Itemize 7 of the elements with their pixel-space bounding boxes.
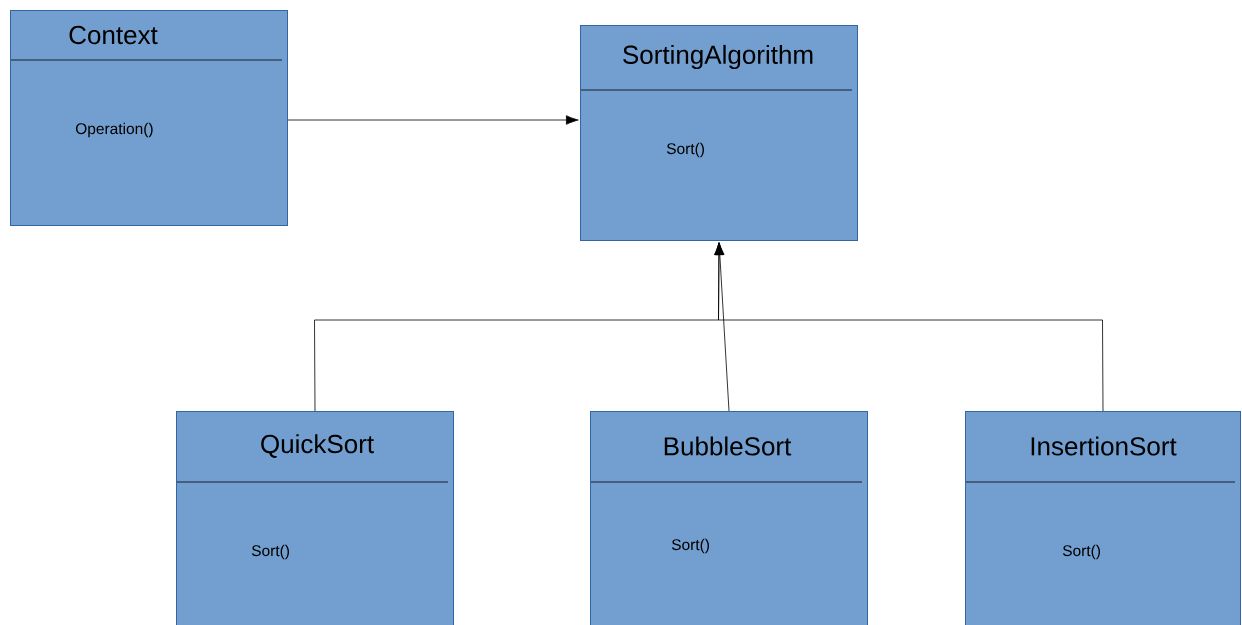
arrow bbox=[714, 242, 1104, 412]
class-box: Context Operation() bbox=[10, 10, 288, 226]
class-box: SortingAlgorithm Sort() bbox=[580, 25, 858, 241]
class-box: QuickSort Sort() bbox=[176, 411, 454, 625]
arrow bbox=[287, 115, 579, 125]
class-box: BubbleSort Sort() bbox=[590, 411, 868, 625]
class-box: InsertionSort Sort() bbox=[965, 411, 1241, 625]
